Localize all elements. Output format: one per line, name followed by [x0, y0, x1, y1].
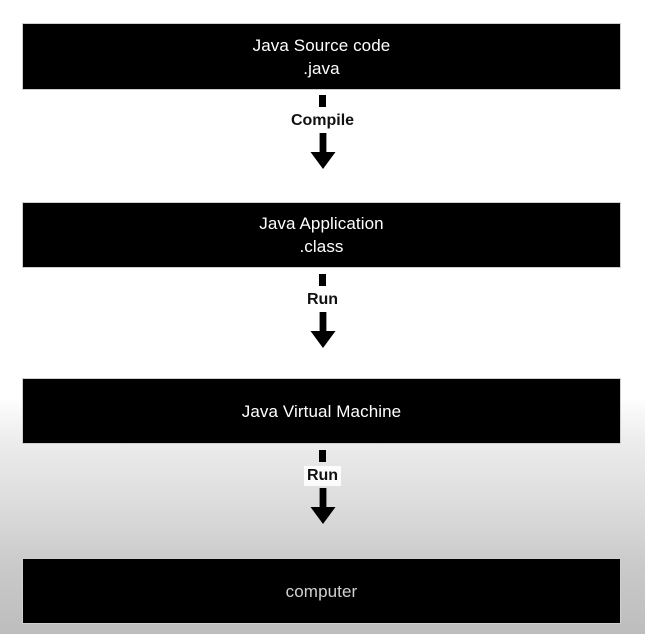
node-subtitle-java-application: .class	[299, 237, 344, 256]
down-arrow-icon	[310, 312, 335, 348]
connector-stub-icon	[319, 450, 326, 462]
connector-run-computer: Run	[0, 450, 645, 524]
connector-label-compile: Compile	[287, 111, 358, 131]
connector-label-run-computer: Run	[303, 466, 342, 486]
node-java-source-code[interactable]: Java Source code .java	[22, 23, 621, 90]
node-title-java-application: Java Application	[259, 214, 384, 233]
node-title-java-virtual-machine: Java Virtual Machine	[241, 401, 402, 421]
node-computer[interactable]: computer	[22, 558, 621, 624]
down-arrow-icon	[310, 488, 335, 524]
connector-stub-icon	[319, 95, 326, 107]
connector-run-jvm: Run	[0, 274, 645, 348]
connector-compile: Compile	[0, 95, 645, 169]
connector-label-run-jvm: Run	[303, 290, 342, 310]
connector-stub-icon	[319, 274, 326, 286]
node-java-application[interactable]: Java Application .class	[22, 202, 621, 268]
node-title-computer: computer	[285, 581, 358, 601]
node-java-virtual-machine[interactable]: Java Virtual Machine	[22, 378, 621, 444]
node-title-java-source-code: Java Source code	[252, 35, 391, 55]
node-subtitle-java-source-code: .java	[303, 58, 340, 78]
down-arrow-icon	[310, 133, 335, 169]
